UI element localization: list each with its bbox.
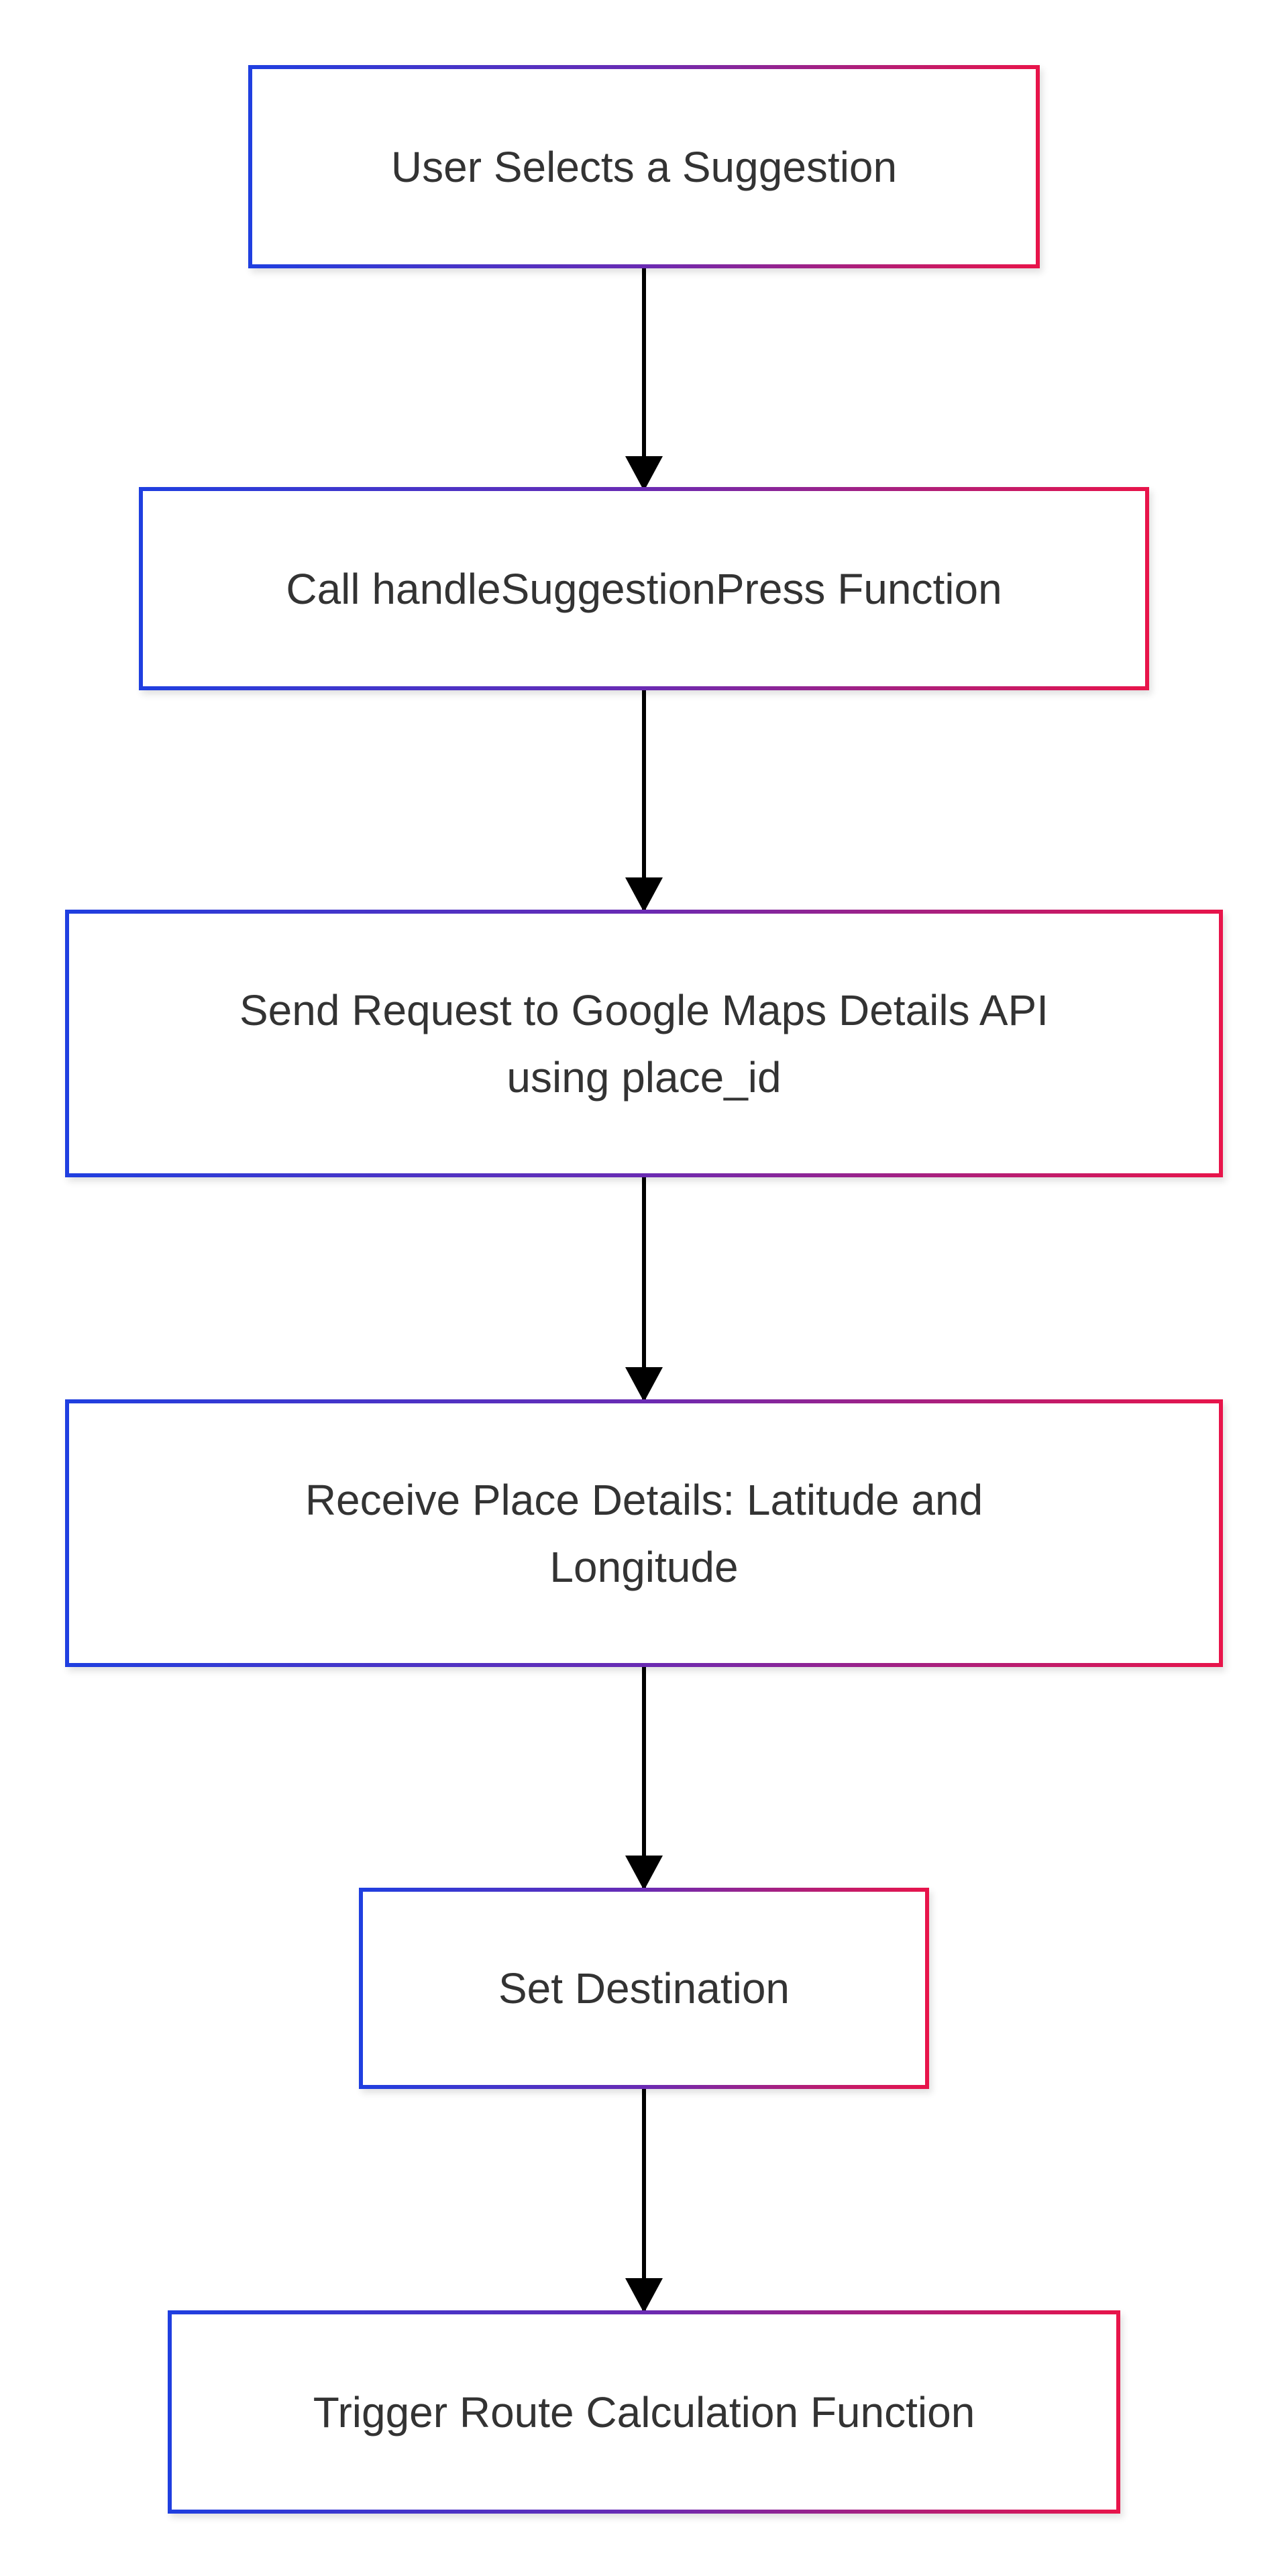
node-send-request-details-api: Send Request to Google Maps Details API … bbox=[65, 910, 1223, 1177]
node-label: User Selects a Suggestion bbox=[390, 142, 898, 191]
arrowhead bbox=[625, 877, 663, 912]
node-receive-place-details: Receive Place Details: Latitude and Long… bbox=[65, 1399, 1223, 1667]
node-label: Set Destination bbox=[498, 1964, 790, 2012]
arrowhead bbox=[625, 1856, 663, 1890]
arrowhead bbox=[625, 456, 663, 491]
node-label: Receive Place Details: Latitude and Long… bbox=[305, 1475, 983, 1591]
node-trigger-route-calculation: Trigger Route Calculation Function bbox=[168, 2310, 1120, 2514]
node-set-destination: Set Destination bbox=[359, 1888, 929, 2089]
arrowhead bbox=[625, 1367, 663, 1402]
node-call-handle-suggestion-press: Call handleSuggestionPress Function bbox=[139, 487, 1149, 690]
node-label: Send Request to Google Maps Details API … bbox=[239, 985, 1049, 1102]
node-user-selects-suggestion: User Selects a Suggestion bbox=[248, 65, 1040, 268]
arrowhead bbox=[625, 2278, 663, 2313]
node-label: Call handleSuggestionPress Function bbox=[286, 564, 1002, 613]
node-label: Trigger Route Calculation Function bbox=[313, 2387, 975, 2436]
